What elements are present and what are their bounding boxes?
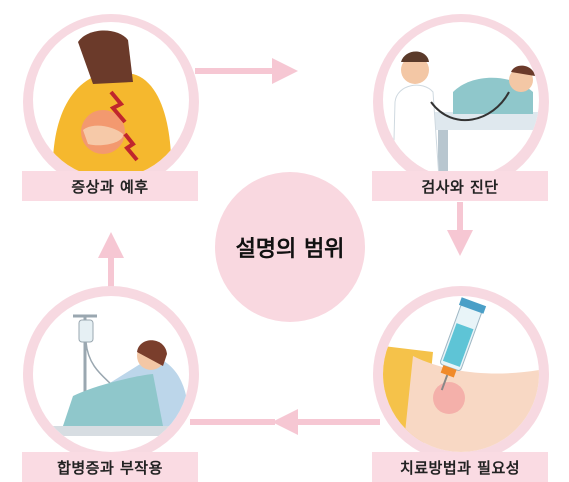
symptoms-illustration — [33, 22, 189, 178]
exam-illustration — [383, 22, 539, 178]
injection-icon — [383, 297, 539, 452]
treatment-illustration — [383, 296, 539, 452]
node-complications-label: 합병증과 부작용 — [22, 452, 198, 482]
hospital-bed-patient-icon — [53, 314, 189, 436]
center-label: 설명의 범위 — [235, 237, 345, 262]
abdominal-pain-icon — [52, 30, 172, 178]
center-node: 설명의 범위 — [215, 172, 365, 322]
node-exam-label: 검사와 진단 — [372, 171, 548, 201]
doctor-endoscopy-icon — [392, 51, 539, 178]
complications-illustration — [33, 296, 189, 452]
node-symptoms-label: 증상과 예후 — [22, 171, 198, 201]
node-treatment-label: 치료방법과 필요성 — [372, 452, 548, 482]
